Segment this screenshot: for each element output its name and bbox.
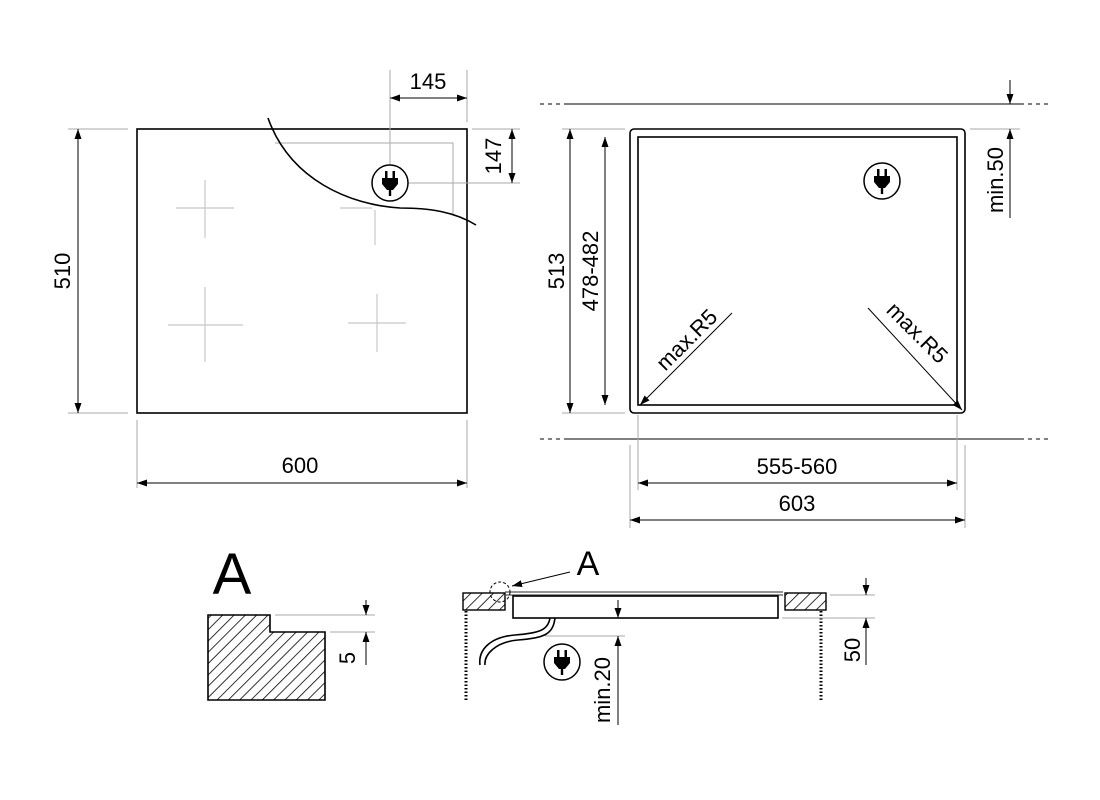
inner-depth-dimension: 478-482 (578, 231, 603, 312)
outer-width-dimension: 603 (779, 491, 816, 516)
radius-left-label: max.R5 (651, 304, 722, 375)
plug-offset-y-dimension: 147 (481, 138, 506, 175)
glass-top (505, 591, 783, 596)
width-dimension: 600 (282, 453, 319, 478)
worktop-edge-section (207, 614, 326, 701)
power-cable (479, 617, 556, 666)
radius-right-label: max.R5 (882, 297, 953, 368)
section-view: A min.20 50 (462, 545, 875, 725)
detail-a: A 5 (207, 542, 375, 701)
worktop-right (784, 592, 827, 611)
cooktop-outline (136, 128, 468, 414)
step-dimension: 5 (335, 652, 360, 664)
clearance-dimension: min.50 (983, 147, 1008, 213)
top-view: 510 600 145 147 (50, 69, 520, 488)
outer-depth-dimension: 513 (544, 253, 569, 290)
worktop-left (462, 592, 506, 611)
detail-a-title: A (213, 542, 252, 607)
cutout-inner (637, 136, 958, 406)
cutout-view: min.50 513 478-482 max.R5 max.R5 555-560… (540, 80, 1050, 528)
plug-zone-outline (275, 142, 454, 215)
cutout-outer (629, 128, 966, 414)
inner-width-dimension: 555-560 (757, 454, 838, 479)
cutaway-curve (267, 117, 477, 226)
plug-icon (371, 164, 409, 202)
height-dimension: 50 (840, 638, 865, 662)
clearance-below-dimension: min.20 (590, 657, 615, 723)
cooktop-body (512, 595, 779, 619)
cabinet-walls (464, 611, 823, 700)
burner-marks (168, 180, 406, 362)
plug-icon (543, 643, 581, 681)
plug-icon (863, 162, 901, 200)
plug-offset-x-dimension: 145 (410, 69, 447, 94)
depth-dimension: 510 (50, 253, 75, 290)
detail-a-reference: A (577, 545, 600, 583)
